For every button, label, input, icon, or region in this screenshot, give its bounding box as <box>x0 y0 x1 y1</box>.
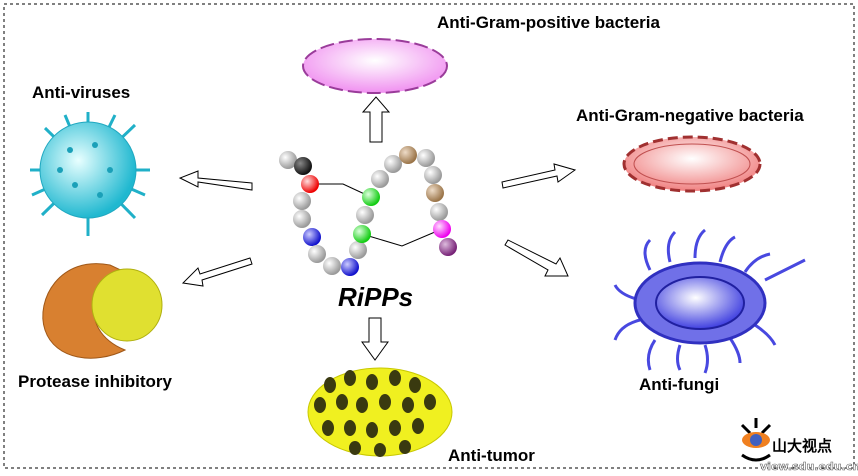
arrow-down-icon <box>361 317 389 361</box>
tumor-icon <box>307 367 453 457</box>
fungi-icon <box>613 228 806 374</box>
ripps-peptide-chain <box>279 146 457 276</box>
label-anti-fungi: Anti-fungi <box>639 375 719 394</box>
watermark-logo: 山大视点 view.sdu.edu.cn <box>740 418 858 473</box>
label-anti-viruses: Anti-viruses <box>32 83 130 102</box>
label-anti-tumor: Anti-tumor <box>448 446 535 465</box>
arrow-right-upper-icon <box>501 163 577 189</box>
svg-text:view.sdu.edu.cn: view.sdu.edu.cn <box>760 460 858 473</box>
arrow-right-lower-icon <box>504 239 569 277</box>
dashed-border <box>3 3 855 469</box>
arrow-left-lower-icon <box>181 257 253 287</box>
label-anti-gram-positive: Anti-Gram-positive bacteria <box>437 13 660 32</box>
svg-text:山大视点: 山大视点 <box>772 437 832 455</box>
center-label-ripps: RiPPs <box>338 282 413 312</box>
gram-positive-bacteria-icon <box>302 38 448 94</box>
label-anti-gram-negative: Anti-Gram-negative bacteria <box>576 106 804 125</box>
arrow-up-icon <box>361 96 391 143</box>
virus-icon <box>30 112 150 236</box>
protease-icon <box>42 263 163 359</box>
arrow-left-upper-icon <box>178 170 253 191</box>
label-protease-inhibitory: Protease inhibitory <box>18 372 173 391</box>
gram-negative-bacteria-icon <box>622 135 762 193</box>
